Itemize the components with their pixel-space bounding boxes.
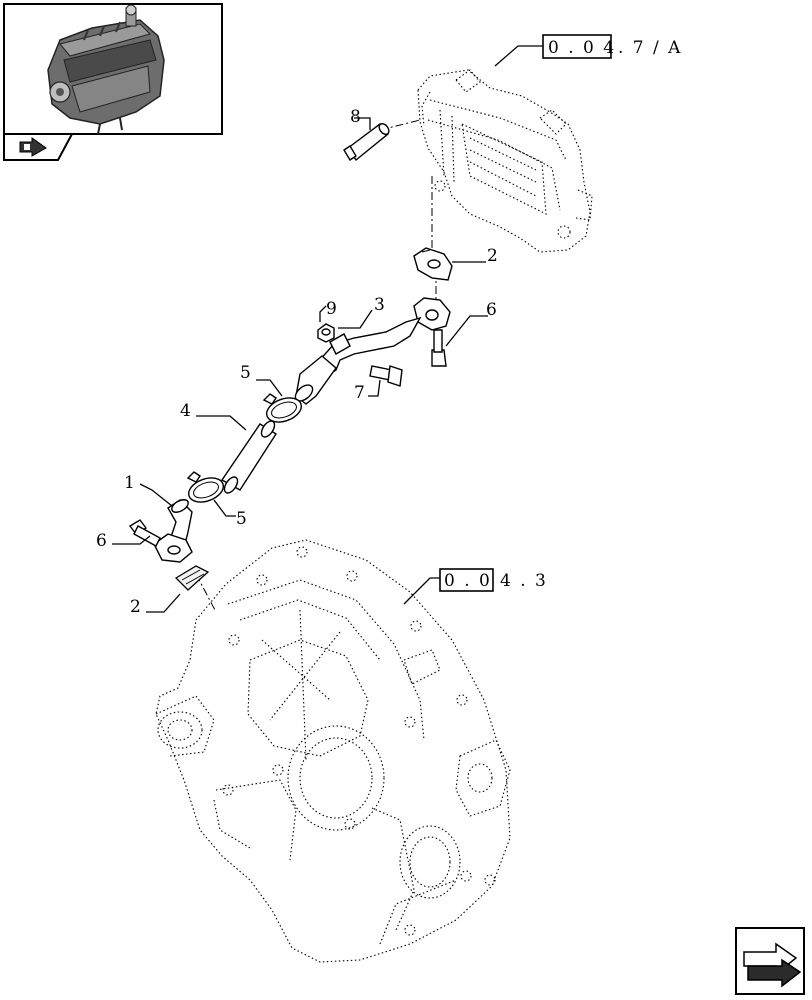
callout-4-leader [196,415,247,431]
callout-6-left-leader [112,535,151,545]
callout-3-leader [338,309,373,329]
part-5-clamp-top[interactable] [262,393,304,427]
reference-upper-leader [494,45,543,67]
reference-lower-code: 0 . 0 [444,571,492,591]
callout-1-leader [139,483,173,507]
part-3-oil-pipe[interactable] [292,297,451,405]
callout-2-bottom-leader [146,593,181,613]
part-1-elbow-pipe[interactable] [153,497,193,563]
flywheel-housing [155,539,511,963]
part-8-dowel[interactable] [343,122,391,162]
reference-upper-suffix: . 7 / A [618,38,682,58]
callout-7-leader [368,379,381,397]
callout-9: 9 [326,299,337,319]
callout-8-leader [354,117,371,130]
callout-5-top-leader [256,379,283,397]
reference-upper-code: 0 . 0 4 [548,38,616,58]
callout-6-right-leader [445,315,488,347]
callout-6-right: 6 [486,300,497,320]
callout-2-top: 2 [487,246,498,266]
part-5-clamp-bottom[interactable] [185,471,226,506]
reference-upper[interactable]: 0 . 0 4 . 7 / A [542,34,682,59]
callout-5-bottom-leader [213,499,236,517]
callout-1: 1 [124,473,135,493]
callout-4: 4 [180,401,191,421]
callout-8: 8 [350,107,361,127]
reference-lower[interactable]: 0 . 0 4 . 3 [439,568,548,592]
reference-lower-leader [403,577,440,605]
reference-lower-suffix: 4 . 3 [500,571,548,591]
callout-9-leader [319,305,327,322]
part-6-bolt-left[interactable] [128,519,161,547]
callout-7: 7 [354,383,365,403]
callout-5-bottom: 5 [236,509,247,529]
engine-thumbnail-icon[interactable] [3,3,223,161]
callout-3: 3 [374,295,385,315]
callout-2-bottom: 2 [130,597,141,617]
part-2-gasket-top[interactable] [413,247,453,281]
next-page-arrow-icon[interactable] [735,927,805,995]
part-9-nut[interactable] [317,323,335,343]
page-turn-arrow-icon [19,137,47,157]
callout-6-left: 6 [96,531,107,551]
part-6-bolt-right[interactable] [431,329,447,367]
part-2-gasket-bottom[interactable] [174,565,210,591]
part-4-hose[interactable] [220,419,277,496]
callout-5-top: 5 [240,363,251,383]
oil-cooler-housing [417,69,593,253]
part-7-bolt[interactable] [369,365,403,387]
